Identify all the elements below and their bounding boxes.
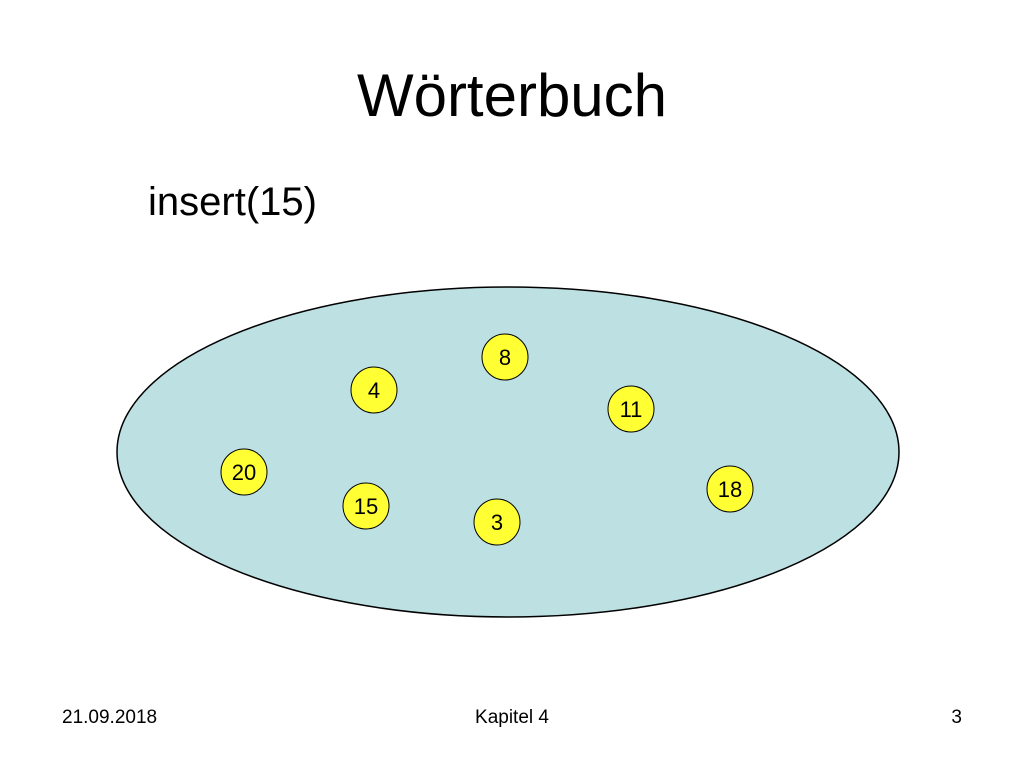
operation-label: insert(15) <box>148 180 317 224</box>
node-circle <box>350 366 398 414</box>
node-circle <box>220 448 268 496</box>
node-4: 4 <box>350 366 398 414</box>
node-circle <box>481 333 529 381</box>
node-label: 18 <box>718 477 742 502</box>
node-label: 4 <box>368 378 380 403</box>
footer-date: 21.09.2018 <box>62 707 158 728</box>
node-circle <box>342 482 390 530</box>
node-circle <box>706 465 754 513</box>
node-20: 20 <box>220 448 268 496</box>
node-label: 20 <box>232 460 256 485</box>
node-11: 11 <box>607 385 655 433</box>
set-ellipse <box>116 286 900 618</box>
node-label: 11 <box>620 397 643 422</box>
node-18: 18 <box>706 465 754 513</box>
node-15: 15 <box>342 482 390 530</box>
footer-page-number: 3 <box>951 707 962 728</box>
node-circle <box>607 385 655 433</box>
node-label: 15 <box>354 494 378 519</box>
node-8: 8 <box>481 333 529 381</box>
node-3: 3 <box>473 498 521 546</box>
node-label: 8 <box>499 345 511 370</box>
slide-title: Wörterbuch <box>356 62 668 129</box>
node-circle <box>473 498 521 546</box>
footer-chapter: Kapitel 4 <box>475 707 549 728</box>
node-label: 3 <box>491 510 503 535</box>
